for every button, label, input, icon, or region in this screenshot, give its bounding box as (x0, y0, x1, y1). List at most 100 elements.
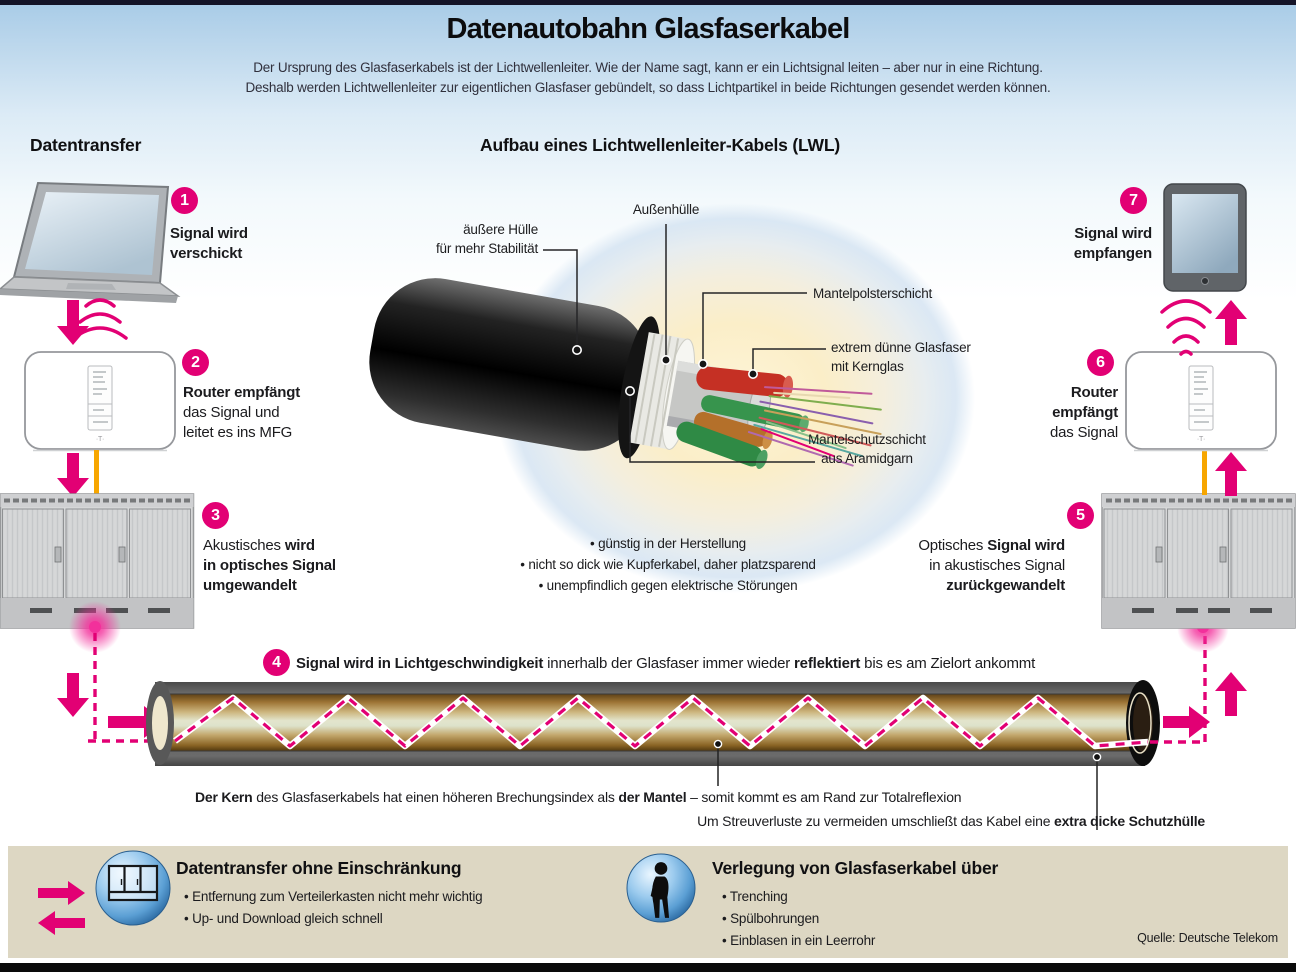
footer-bullet: Trenching (722, 886, 875, 908)
step-badge-4: 4 (263, 649, 290, 676)
label-padding-layer: Mantelpolsterschicht (813, 286, 933, 301)
streu-seg2: extra dicke Schutzhülle (1053, 813, 1205, 829)
arrow-up-2 (1215, 452, 1247, 496)
step4-seg3: reflektiert (794, 655, 861, 672)
footer-bullet: Up- und Download gleich schnell (184, 908, 482, 930)
step-label-2: Router empfängt das Signal und leitet es… (183, 383, 300, 443)
step5-line1b: Signal wird (987, 537, 1065, 554)
step7-line1: Signal wird (1074, 225, 1152, 242)
footer-right-heading: Verlegung von Glasfaserkabel über (712, 858, 999, 878)
tablet-illustration (1163, 183, 1247, 292)
step6-line3: das Signal (1049, 424, 1118, 441)
subtitle-line-1: Der Ursprung des Glasfaserkabels ist der… (253, 60, 1043, 75)
label-aramid-line2: aus Aramidgarn (821, 451, 913, 466)
worker-sphere-icon (626, 853, 696, 923)
step4-seg2: innerhalb der Glasfaser immer wieder (543, 655, 795, 672)
step-label-4: Signal wird in Lichtgeschwindigkeit inne… (296, 654, 1176, 674)
left-section-heading: Datentransfer (30, 135, 142, 155)
step3-line1b: wird (284, 537, 315, 554)
step-badge-7: 7 (1120, 187, 1147, 214)
footer-right-bullets: Trenching Spülbohrungen Einblasen in ein… (722, 886, 876, 952)
label-outer-hull: Außenhülle (632, 202, 700, 217)
benefit-item: unempfindlich gegen elektrische Störunge… (418, 575, 918, 596)
step4-seg1: Signal wird in Lichtgeschwindigkeit (296, 655, 544, 672)
step4-seg4: bis es am Zielort ankommt (860, 655, 1036, 672)
footer-left-bullets: Entfernung zum Verteilerkasten nicht meh… (184, 886, 483, 930)
step5-line3: zurückgewandelt (946, 577, 1065, 594)
step-badge-2: 2 (182, 349, 209, 376)
step2-line2: das Signal und (183, 404, 280, 421)
footer-bullet: Spülbohrungen (722, 908, 875, 930)
step-label-7: Signal wird empfangen (1012, 224, 1152, 264)
arrow-down-3 (57, 673, 89, 717)
step2-line3: leitet es ins MFG (183, 424, 293, 441)
label-thin-fiber: extrem dünne Glasfaser mit Kernglas (831, 338, 971, 376)
cabinet-right-illustration (1101, 493, 1296, 629)
cable-callout-dots (571, 344, 758, 396)
kern-seg1: Der Kern (195, 789, 253, 805)
step-label-5: Optisches Signal wird in akustisches Sig… (875, 536, 1065, 596)
label-outer-sheath-stability: äußere Hülle für mehr Stabilität (436, 220, 538, 258)
arrow-up-3 (1215, 300, 1247, 345)
footer-bullet: Entfernung zum Verteilerkasten nicht meh… (184, 886, 483, 908)
step2-line1: Router empfängt (183, 384, 301, 401)
cable-link-right (1202, 450, 1207, 495)
benefit-list: günstig in der Herstellung nicht so dick… (418, 533, 918, 596)
svg-text:·T·: ·T· (96, 436, 104, 443)
lwl-cable-illustration (369, 278, 882, 469)
top-border-bar (0, 0, 1296, 5)
step5-line2: in akustisches Signal (929, 557, 1065, 574)
kern-seg2: des Glasfaserkabels hat einen höheren Br… (252, 789, 619, 805)
step5-line1a: Optisches (918, 537, 988, 554)
cabinet-sphere-icon (95, 850, 171, 926)
step6-line1: Router (1070, 384, 1118, 401)
kern-seg4: – somit kommt es am Rand zur Totalreflex… (686, 789, 962, 805)
streu-seg1: Um Streuverluste zu vermeiden umschließt… (697, 813, 1054, 829)
step-badge-3: 3 (202, 502, 229, 529)
label-aramid-line1: Mantelschutzschicht (808, 432, 926, 447)
wifi-up-icon (1160, 299, 1212, 356)
step-label-3: Akustisches wird in optisches Signal umg… (203, 536, 336, 596)
page-title: Datenautobahn Glasfaserkabel (446, 13, 850, 45)
benefit-item: günstig in der Herstellung (418, 533, 918, 554)
step3-line2: in optisches Signal (203, 557, 336, 574)
step7-line2: empfangen (1073, 245, 1152, 262)
laptop-illustration (0, 181, 181, 303)
center-section-heading: Aufbau eines Lichtwellenleiter-Kabels (L… (480, 135, 840, 155)
label-outer-sheath-line1: äußere Hülle (463, 222, 538, 237)
arrow-right-out-of-cable (1163, 706, 1210, 738)
arrow-down-2 (57, 453, 89, 497)
fiber-callouts (713, 739, 1102, 830)
signal-glow-left-core (89, 621, 101, 633)
cable-callout-lines (543, 224, 826, 463)
label-thin-fiber-line2: mit Kernglas (831, 359, 904, 374)
step-badge-1: 1 (171, 187, 198, 214)
step1-line2: verschickt (170, 245, 243, 262)
fiber-tube-illustration (146, 680, 1160, 766)
kern-seg3: der Mantel (618, 789, 687, 805)
footer-bullet: Einblasen in ein Leerrohr (722, 930, 875, 952)
source-credit: Quelle: Deutsche Telekom (1137, 931, 1278, 945)
step-badge-6: 6 (1087, 349, 1114, 376)
step-label-6: Router empfängt das Signal (978, 383, 1118, 443)
bottom-border-bar (0, 963, 1296, 972)
footer-left-heading: Datentransfer ohne Einschränkung (176, 858, 462, 878)
label-thin-fiber-line1: extrem dünne Glasfaser (831, 340, 971, 355)
subtitle-line-2: Deshalb werden Lichtwellenleiter zur eig… (245, 80, 1051, 95)
cable-link-left (94, 450, 99, 495)
step-label-1: Signal wird verschickt (170, 224, 248, 264)
schutzhuelle-caption: Um Streuverluste zu vermeiden umschließt… (697, 813, 1205, 829)
router-left-illustration: ·T· (24, 351, 176, 452)
step-badge-5: 5 (1067, 502, 1094, 529)
benefit-item: nicht so dick wie Kupferkabel, daher pla… (418, 554, 918, 575)
router-right-illustration: ·T· (1125, 351, 1277, 452)
step3-line3: umgewandelt (203, 577, 297, 594)
transfer-arrows-icon (38, 881, 85, 935)
arrow-down-1 (57, 300, 89, 345)
step6-line2: empfängt (1052, 404, 1118, 421)
arrow-up-1 (1215, 672, 1247, 716)
label-outer-sheath-line2: für mehr Stabilität (436, 241, 538, 256)
label-aramid-layer: Mantelschutzschicht aus Aramidgarn (787, 430, 947, 468)
